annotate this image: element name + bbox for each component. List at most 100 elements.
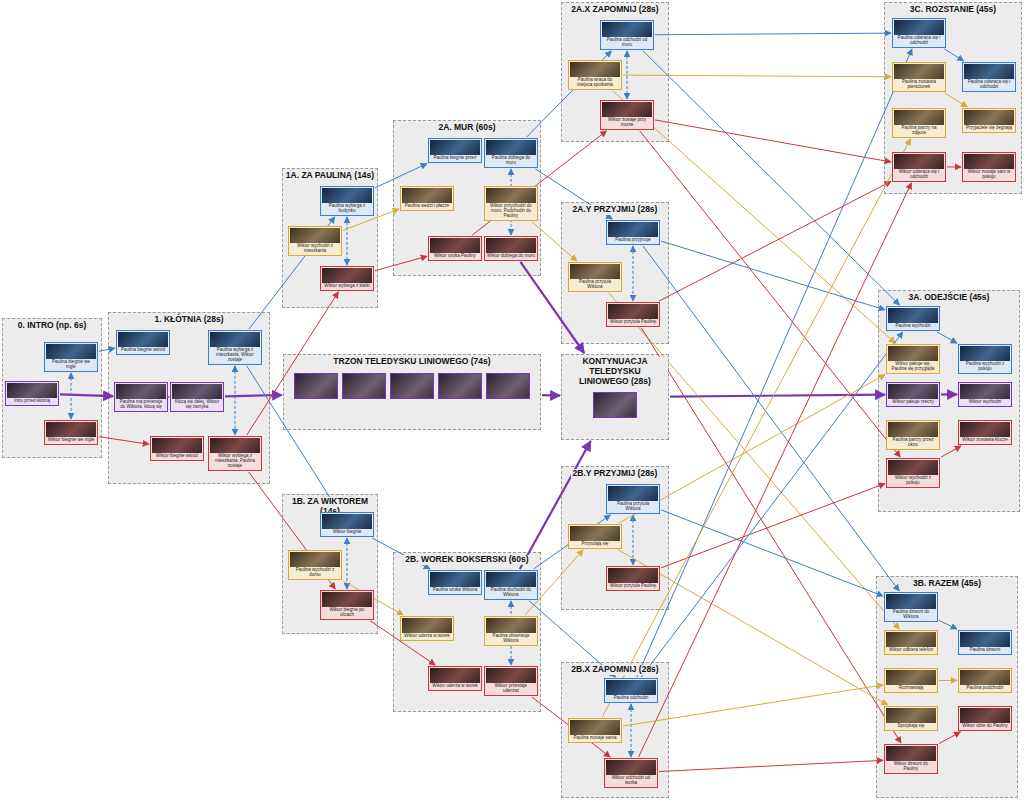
branch-arrow: [347, 538, 348, 589]
shot-thumbnail: [402, 188, 452, 203]
section-title: 3A. ODEJŚCIE (45s): [907, 293, 992, 303]
shot-frame: Paulina odwraca się i odchodzi: [962, 62, 1016, 92]
shot-frame: Paulina siedzi i płacze: [400, 186, 454, 211]
shot-caption: Paulina przyjmuje: [608, 237, 658, 243]
shot-caption: Paulina odchodzi: [606, 695, 656, 701]
linear-video-strip: [284, 373, 540, 399]
shot-thumbnail: [486, 238, 536, 253]
shot-caption: Paulina biegnie przez: [430, 155, 480, 161]
branch-arrow: [235, 366, 236, 435]
shot-caption: Paulina biegnie wśród: [118, 347, 168, 353]
branch-arrow: [640, 131, 901, 457]
branch-arrow: [343, 581, 403, 615]
shot-caption: Paulina zostawia pierścionek: [894, 79, 944, 90]
shot-caption: Wiktor przestaje uderzać: [486, 683, 536, 694]
shot-thumbnail: [960, 346, 1010, 361]
branch-arrow: [670, 395, 885, 397]
branch-arrow: [527, 51, 612, 137]
shot-thumbnail: [210, 438, 260, 453]
shot-frame: Paulina przyjmuje: [606, 220, 660, 245]
branch-arrow: [661, 510, 883, 596]
shot-thumbnail: [888, 384, 938, 399]
shot-thumbnail: [486, 572, 536, 587]
branch-arrow: [60, 394, 113, 396]
shot-caption: Paulina wychodzi z domu: [290, 567, 340, 578]
shot-frame: Wiktor szuka Pauliny: [428, 236, 482, 261]
shot-thumbnail: [602, 22, 652, 37]
shot-thumbnail: [888, 422, 938, 437]
shot-caption: Intro przed kłótnią: [7, 398, 57, 404]
shot-frame: Paulina patrzy przez okno: [886, 420, 940, 450]
section-box: 1. KŁÓTNIA (28s) Paulina biegnie wśród Pau…: [108, 312, 270, 484]
shot-caption: Paulina dobiega do muru: [486, 155, 536, 166]
shot-thumbnail: [960, 384, 1010, 399]
branch-arrow: [643, 51, 899, 305]
shot-frame: Wiktor przychodzi do muru. Podchodzi do …: [484, 186, 538, 221]
shot-thumbnail: [322, 188, 372, 203]
shot-frame: Paulina wychodzi z pokoju: [958, 344, 1012, 374]
shot-frame: Paulina odchodzi od muru: [600, 20, 654, 50]
shot-thumbnail: [570, 264, 620, 279]
shot-thumbnail: [430, 572, 480, 587]
shot-thumbnail: [593, 392, 637, 418]
shot-thumbnail: [964, 110, 1014, 125]
shot-caption: Wiktor biegnie po ulicach: [322, 607, 372, 618]
shot-frame: Wiktor biegnie po ulicach: [320, 590, 374, 620]
shot-thumbnail: [570, 720, 620, 735]
shot-frame: Paulina zostaje sama: [568, 718, 622, 743]
shot-frame: Wiktor dobiega do muru: [484, 236, 538, 261]
branch-arrow: [520, 262, 584, 353]
section-title: 1. KŁÓTNIA (28s): [152, 315, 225, 325]
shot-thumbnail: [486, 668, 536, 683]
shot-frame: Wiktor wybiega z mieszkania, Paulina zos…: [208, 436, 262, 471]
shot-caption: Paulina obserwuje Wiktora: [486, 633, 536, 644]
shot-caption: Paulina odwraca się i odchodzi: [964, 79, 1014, 90]
shot-thumbnail: [290, 228, 340, 243]
branch-arrow: [532, 222, 577, 261]
branch-arrow: [945, 93, 968, 107]
shot-frame: Kłócą się dalej, Wiktor się zamyka: [170, 382, 224, 412]
section-box: 3A. ODEJŚCIE (45s)Paulina wychodziWiktor…: [878, 290, 1020, 512]
branch-arrow: [655, 33, 891, 35]
shot-frame: Wiktor uderza w worek: [400, 616, 454, 641]
shot-frame: Wiktor wychodzi: [958, 382, 1012, 407]
shot-thumbnail: [486, 618, 536, 633]
branch-arrow: [633, 515, 634, 565]
shot-frame: Paulina dobiega do muru: [484, 138, 538, 168]
section-title: 2B.Y PRZYJMIJ (28s): [571, 469, 660, 479]
shot-frame: Paulina wybiega z budynku: [320, 186, 374, 216]
shot-caption: Paulina patrzy na zdjęcie: [894, 125, 944, 136]
shot-thumbnail: [894, 64, 944, 79]
branch-arrow: [619, 375, 885, 523]
shot-thumbnail: [486, 373, 530, 399]
shot-caption: Paulina wybiega z mieszkania, Wiktor zos…: [210, 347, 260, 363]
shot-caption: Paulina wychodzi z pokoju: [960, 361, 1010, 372]
branch-arrow: [71, 373, 72, 419]
shot-thumbnail: [608, 304, 658, 319]
shot-thumbnail: [210, 332, 260, 347]
shot-caption: Wiktor szuka Pauliny: [430, 253, 480, 259]
shot-caption: Paulina wraca do miejsca spotkania: [570, 77, 620, 88]
shot-frame: Paulina odchodzi: [604, 678, 658, 703]
shot-thumbnail: [960, 632, 1010, 647]
section-title: KONTYNUACJA TELEDYSKU LINIOWEGO (28s): [562, 357, 668, 386]
shot-caption: Paulina siedzi i płacze: [402, 203, 452, 209]
shot-frame: Wiktor wychodzi z mieszkania: [288, 226, 342, 256]
branch-arrow: [375, 256, 427, 270]
branch-arrow: [249, 472, 336, 589]
shot-caption: Wiktor wychodzi z mieszkania: [290, 243, 340, 254]
shot-frame: Paulina biegnie przez: [428, 138, 482, 163]
shot-frame: Wiktor uderza w worek: [428, 666, 482, 691]
branch-arrow: [661, 483, 885, 567]
shot-frame: Wiktor wychodzi z pokoju: [886, 458, 940, 488]
section-box: 1B. ZA WIKTOREM (14s)Wiktor biegniePauli…: [282, 494, 378, 634]
shot-caption: Wiktor uderza w worek: [430, 683, 480, 689]
branch-arrow: [375, 164, 427, 188]
branch-arrow: [613, 91, 895, 343]
shot-frame: Wiktor biegnie: [320, 512, 374, 537]
branch-arrow: [99, 437, 149, 445]
shot-caption: Wiktor dobiega do muru: [486, 253, 536, 259]
shot-frame: Przytulają się: [568, 524, 622, 549]
branch-arrow: [941, 446, 961, 457]
shot-frame: Paulina przytula Wiktora: [606, 484, 660, 514]
